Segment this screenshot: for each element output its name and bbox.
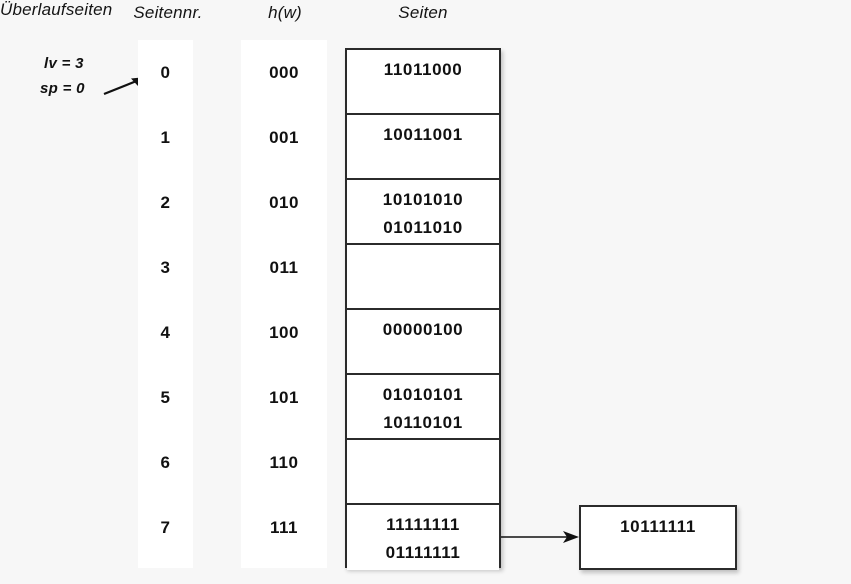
hw-cell: 010 (269, 193, 299, 212)
annotation-lv: lv = 3 (44, 55, 84, 72)
overflow-entry: 10111111 (620, 517, 696, 536)
seiten-entry: 01011010 (383, 218, 463, 237)
seiten-table: 11011000 10011001 10101010 01011010 00000100… (345, 48, 501, 570)
seiten-entry: 10101010 (382, 190, 464, 209)
hw-cell: 000 (269, 63, 299, 82)
column-band-seitennr (138, 40, 193, 568)
seiten-page-row: 10011001 (347, 115, 499, 180)
seitennr-cell: 2 (160, 193, 171, 212)
column-header-ueberlaufseiten: Überlaufseiten (0, 0, 113, 19)
seiten-page-row: 10101010 01011010 (347, 180, 499, 245)
seitennr-cell: 6 (160, 453, 171, 472)
seiten-page-row: 11011000 (347, 50, 499, 115)
hw-cell: 110 (269, 453, 299, 472)
annotation-sp: sp = 0 (40, 80, 85, 97)
hw-cell: 001 (269, 128, 299, 147)
column-band-hw (241, 40, 327, 568)
seitennr-cell: 0 (160, 63, 171, 82)
seiten-entry: 11111111 (386, 515, 460, 534)
overflow-page-box: 10111111 (579, 505, 737, 570)
hw-cell: 011 (269, 258, 299, 277)
seiten-page-row: 01010101 10110101 (347, 375, 499, 440)
seitennr-cell: 4 (160, 323, 171, 342)
seitennr-cell: 3 (160, 258, 171, 277)
column-header-seiten: Seiten (398, 3, 448, 22)
seiten-entry: 11011000 (383, 60, 463, 79)
arrow-right-icon (501, 531, 579, 543)
seiten-page-row: 11111111 01111111 (347, 505, 499, 570)
seitennr-cell: 1 (160, 128, 171, 147)
hw-cell: 101 (269, 388, 299, 407)
seiten-page-row: 00000100 (347, 310, 499, 375)
column-header-hw: h(w) (268, 3, 302, 22)
seiten-page-row (347, 440, 499, 505)
seiten-entry: 10011001 (383, 125, 463, 144)
column-header-seitennr: Seitennr. (133, 3, 203, 22)
hw-cell: 111 (270, 518, 298, 537)
seiten-page-row (347, 245, 499, 310)
hw-cell: 100 (269, 323, 299, 342)
seiten-entry: 00000100 (382, 320, 464, 339)
seiten-entry: 10110101 (383, 413, 463, 432)
seitennr-cell: 5 (160, 388, 171, 407)
seitennr-cell: 7 (160, 518, 171, 537)
seiten-entry: 01111111 (385, 543, 461, 562)
seiten-entry: 01010101 (382, 385, 464, 404)
